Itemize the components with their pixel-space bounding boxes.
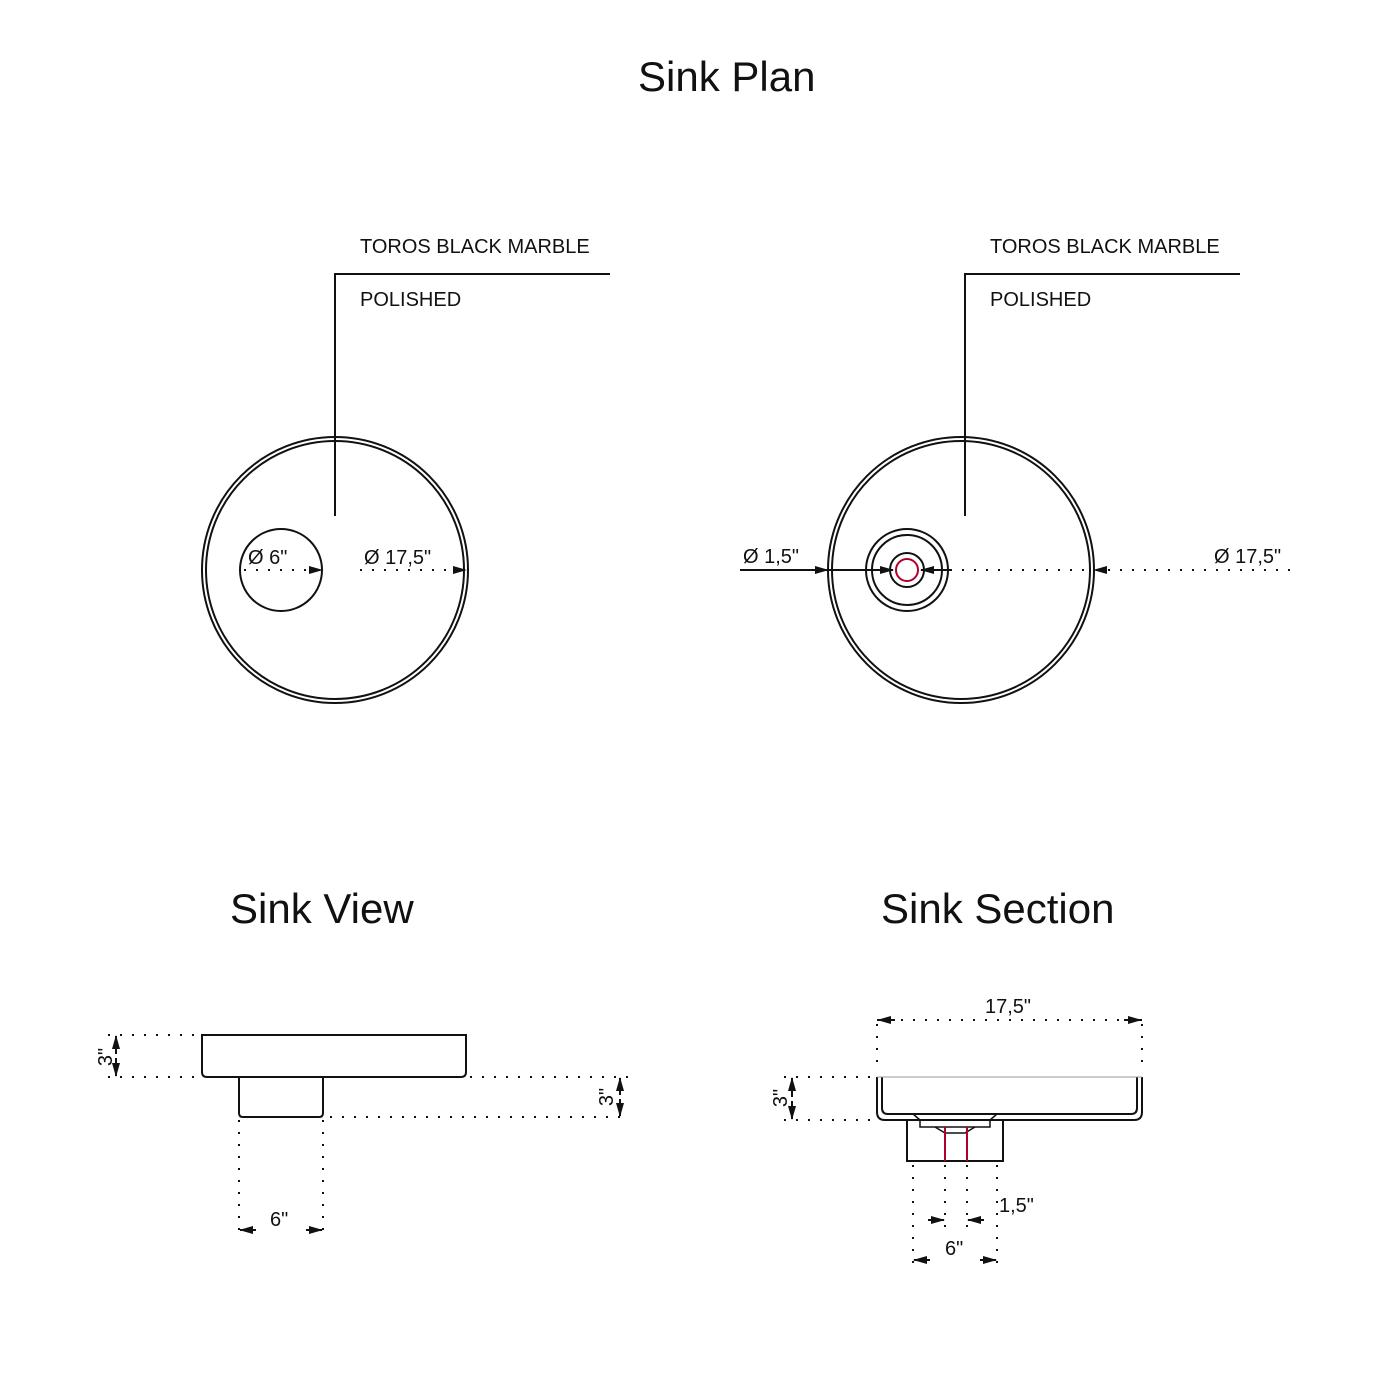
plan-left-sink-dim-label: Ø 17,5" [364,547,432,569]
view-title: Sink View [230,885,414,932]
view-top-height-label: 3" [95,1047,118,1067]
view-bottom-height-label: 3" [596,1087,619,1107]
section-geometry [876,1076,1143,1162]
plan-left-leader [334,273,610,516]
view-dimensions [108,1034,628,1238]
view-dimension-arrows [112,1035,624,1234]
section-title: Sink Section [881,885,1115,932]
section-basin-inner [881,1077,1138,1115]
plan-left-drain-dim-label: Ø 6" [248,547,288,569]
plan-right-leader [964,273,1240,516]
section-height-label: 3" [770,1088,793,1108]
plan-right-sink-dim-label: Ø 17,5" [1214,546,1282,568]
plan-right-geometry [740,273,1240,704]
section-drain-seat [912,1113,998,1128]
plan-right-finish-label: POLISHED [990,289,1092,311]
view-drain-base [238,1077,324,1118]
view-base-width-label: 6" [270,1209,289,1231]
plan-left-geometry [201,273,610,704]
view-geometry [201,1034,467,1118]
section-basin-outer [876,1077,1143,1121]
section-base-width-label: 6" [945,1238,964,1260]
section-dimension-arrows [788,1016,1142,1264]
section-drain-neck [934,1126,976,1134]
view-sink-body [201,1034,467,1078]
plan-left-material-label: TOROS BLACK MARBLE [360,236,590,258]
plan-right-drain-dim-label: Ø 1,5" [743,546,800,568]
section-drain-base [906,1120,1004,1162]
plan-right-material-label: TOROS BLACK MARBLE [990,236,1220,258]
plan-left-finish-label: POLISHED [360,289,462,311]
section-dimensions [784,1019,1143,1268]
section-drain-width-label: 1,5" [999,1195,1034,1217]
plan-title: Sink Plan [638,53,816,100]
section-width-label: 17,5" [985,996,1032,1018]
plan-right-drain-hole [895,558,919,582]
